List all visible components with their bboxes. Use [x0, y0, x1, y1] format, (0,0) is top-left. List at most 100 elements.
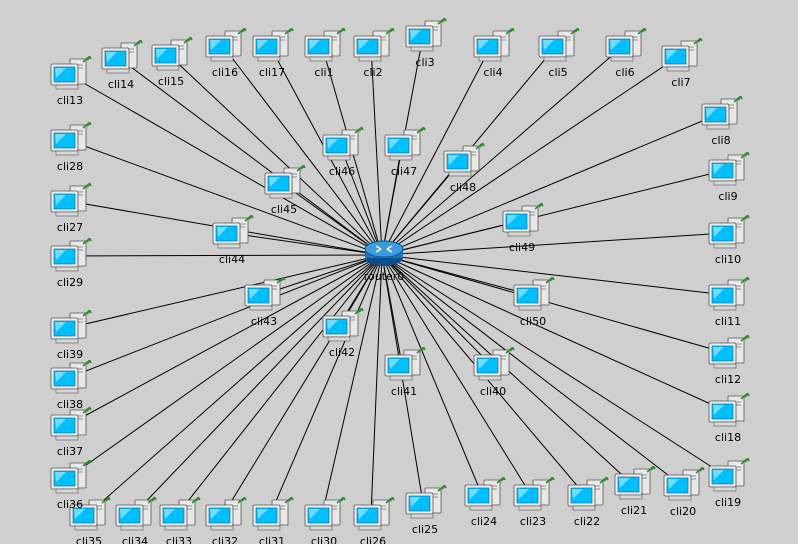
- client-node-cli3[interactable]: cli3: [403, 18, 447, 78]
- desktop-computer-icon: [50, 407, 92, 441]
- client-label: cli29: [56, 276, 84, 289]
- client-node-cli16[interactable]: cli16: [203, 28, 247, 88]
- client-node-cli33[interactable]: cli33: [157, 497, 201, 544]
- client-node-cli4[interactable]: cli4: [471, 28, 515, 88]
- link-cli20: [381, 254, 682, 486]
- client-node-cli32[interactable]: cli32: [203, 497, 247, 544]
- desktop-computer-icon: [159, 497, 201, 531]
- client-node-cli10[interactable]: cli10: [706, 215, 750, 275]
- client-node-cli45[interactable]: cli45: [262, 165, 306, 225]
- client-node-cli20[interactable]: cli20: [661, 467, 705, 527]
- link-cli8: [381, 113, 720, 256]
- link-cli47: [381, 144, 403, 256]
- client-node-cli34[interactable]: cli34: [113, 497, 157, 544]
- client-node-cli28[interactable]: cli28: [48, 122, 92, 182]
- router-icon: [364, 240, 404, 266]
- desktop-computer-icon: [384, 347, 426, 381]
- client-node-cli21[interactable]: cli21: [612, 466, 656, 526]
- client-node-cli41[interactable]: cli41: [382, 347, 426, 407]
- client-node-cli42[interactable]: cli42: [320, 308, 364, 368]
- client-node-cli40[interactable]: cli40: [471, 347, 515, 407]
- client-node-cli27[interactable]: cli27: [48, 183, 92, 243]
- client-node-cli22[interactable]: cli22: [565, 477, 609, 537]
- client-node-cli13[interactable]: cli13: [48, 56, 92, 116]
- client-label: cli5: [548, 66, 568, 79]
- client-label: cli43: [250, 315, 278, 328]
- client-node-cli37[interactable]: cli37: [48, 407, 92, 467]
- client-label: cli31: [258, 535, 286, 544]
- client-node-cli2[interactable]: cli2: [351, 28, 395, 88]
- client-label: cli41: [390, 385, 418, 398]
- link-cli23: [381, 254, 532, 496]
- link-cli2: [370, 45, 383, 256]
- client-node-cli6[interactable]: cli6: [603, 28, 647, 88]
- link-cli33: [176, 254, 383, 516]
- router-label: router0: [363, 270, 405, 283]
- client-label: cli23: [519, 515, 547, 528]
- client-node-cli9[interactable]: cli9: [706, 152, 750, 212]
- desktop-computer-icon: [502, 203, 544, 237]
- client-node-cli30[interactable]: cli30: [302, 497, 346, 544]
- client-node-cli14[interactable]: cli14: [99, 40, 143, 100]
- client-label: cli33: [165, 535, 193, 544]
- client-label: cli8: [711, 134, 731, 147]
- desktop-computer-icon: [513, 277, 555, 311]
- desktop-computer-icon: [115, 497, 157, 531]
- client-node-cli49[interactable]: cli49: [500, 203, 544, 263]
- client-node-cli36[interactable]: cli36: [48, 460, 92, 520]
- link-cli28: [67, 139, 383, 256]
- link-cli30: [321, 254, 383, 516]
- desktop-computer-icon: [322, 308, 364, 342]
- client-label: cli37: [56, 445, 84, 458]
- client-node-cli11[interactable]: cli11: [706, 277, 750, 337]
- link-cli10: [381, 232, 727, 256]
- client-node-cli17[interactable]: cli17: [250, 28, 294, 88]
- client-node-cli35[interactable]: cli35: [67, 497, 111, 544]
- client-node-cli23[interactable]: cli23: [511, 477, 555, 537]
- desktop-computer-icon: [151, 37, 193, 71]
- client-node-cli44[interactable]: cli44: [210, 215, 254, 275]
- link-cli36: [67, 254, 383, 479]
- client-node-cli5[interactable]: cli5: [536, 28, 580, 88]
- client-label: cli42: [328, 346, 356, 359]
- client-label: cli30: [310, 535, 338, 544]
- client-label: cli36: [56, 498, 84, 511]
- client-node-cli7[interactable]: cli7: [659, 38, 703, 98]
- desktop-computer-icon: [69, 497, 111, 531]
- client-node-cli15[interactable]: cli15: [149, 37, 193, 97]
- client-node-cli46[interactable]: cli46: [320, 127, 364, 187]
- client-node-cli8[interactable]: cli8: [699, 96, 743, 156]
- desktop-computer-icon: [708, 458, 750, 492]
- client-node-cli18[interactable]: cli18: [706, 393, 750, 453]
- client-node-cli48[interactable]: cli48: [441, 143, 485, 203]
- link-cli7: [381, 55, 680, 256]
- client-node-cli31[interactable]: cli31: [250, 497, 294, 544]
- client-node-cli43[interactable]: cli43: [242, 277, 286, 337]
- client-label: cli26: [359, 535, 387, 544]
- client-node-cli1[interactable]: cli1: [302, 28, 346, 88]
- client-node-cli38[interactable]: cli38: [48, 360, 92, 420]
- desktop-computer-icon: [701, 96, 743, 130]
- client-node-cli19[interactable]: cli19: [706, 458, 750, 518]
- client-label: cli47: [390, 165, 418, 178]
- desktop-computer-icon: [264, 165, 306, 199]
- desktop-computer-icon: [464, 477, 506, 511]
- client-node-cli26[interactable]: cli26: [351, 497, 395, 544]
- link-cli32: [222, 254, 383, 516]
- client-label: cli22: [573, 515, 601, 528]
- client-node-cli39[interactable]: cli39: [48, 310, 92, 370]
- desktop-computer-icon: [353, 497, 395, 531]
- client-node-cli24[interactable]: cli24: [462, 477, 506, 537]
- client-label: cli1: [314, 66, 334, 79]
- desktop-computer-icon: [353, 28, 395, 62]
- client-node-cli12[interactable]: cli12: [706, 335, 750, 395]
- client-node-cli25[interactable]: cli25: [403, 485, 447, 544]
- desktop-computer-icon: [252, 497, 294, 531]
- client-node-cli47[interactable]: cli47: [382, 127, 426, 187]
- client-label: cli34: [121, 535, 149, 544]
- client-node-cli50[interactable]: cli50: [511, 277, 555, 337]
- router-node[interactable]: router0: [362, 236, 406, 286]
- client-node-cli29[interactable]: cli29: [48, 238, 92, 298]
- link-cli19: [381, 254, 727, 477]
- desktop-computer-icon: [205, 28, 247, 62]
